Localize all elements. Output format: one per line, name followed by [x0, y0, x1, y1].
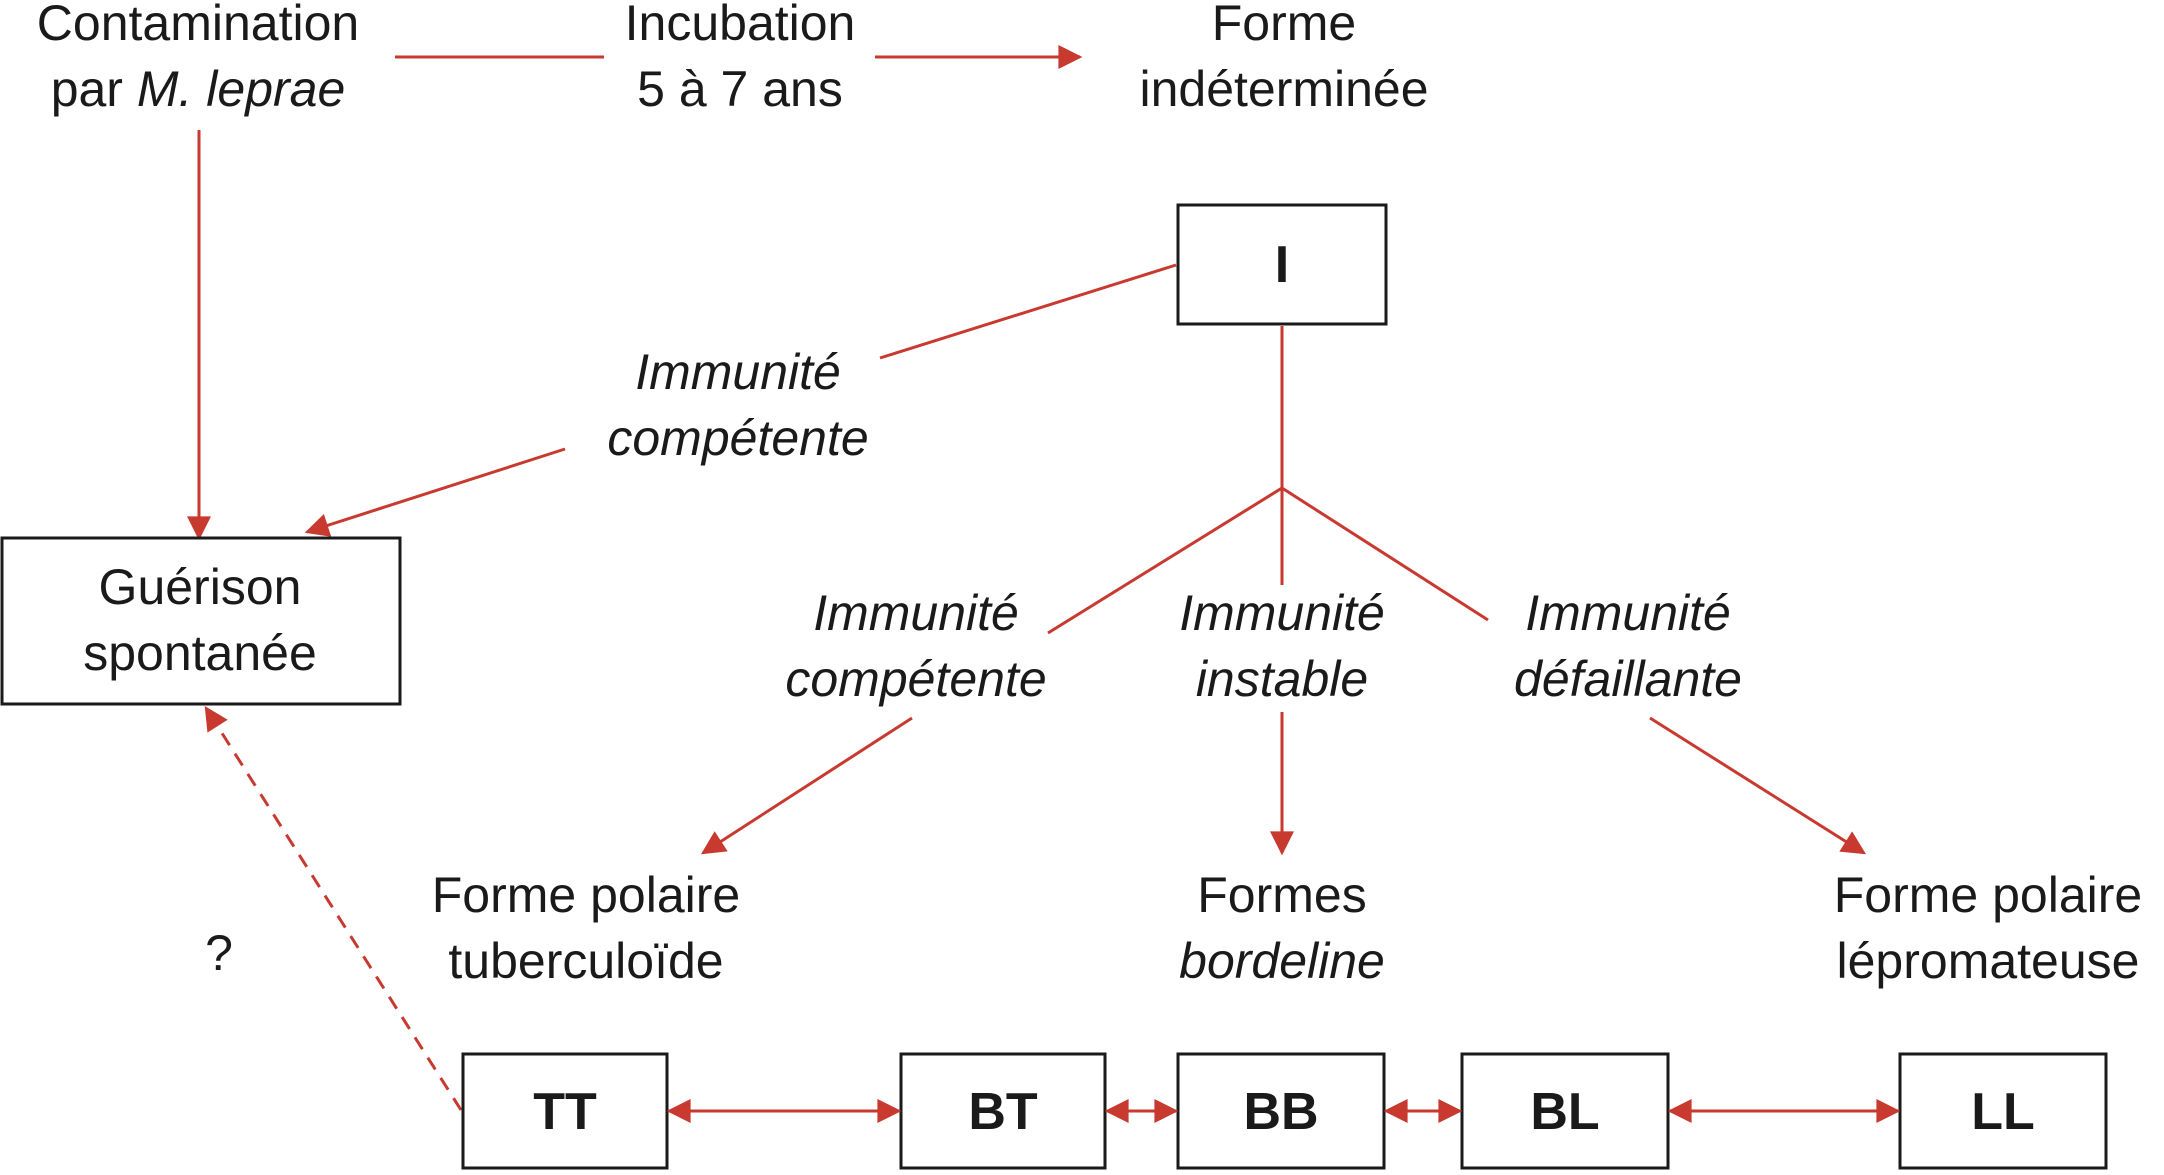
healing-line1: Guérison: [99, 559, 302, 615]
immunity-unstable-line2: instable: [1196, 651, 1368, 707]
bt-box: BT: [899, 1052, 1107, 1170]
competent-to-tuberculoid-arrow: [700, 716, 913, 855]
immunity-competent-label: Immunité compétente: [785, 585, 1046, 707]
spontaneous-healing-box: Guérison spontanée: [0, 536, 402, 706]
indeterminate-line1: Forme: [1212, 0, 1356, 51]
i-to-immunity-line: [879, 263, 1177, 360]
immunity-unstable-line1: Immunité: [1179, 585, 1385, 641]
contamination-node: Contamination par M. leprae: [37, 0, 359, 117]
contamination-line1: Contamination: [37, 0, 359, 51]
branch-right-line: [1281, 486, 1489, 622]
immunity-competent-top-line2: compétente: [607, 410, 868, 466]
borderline-line1: Formes: [1197, 867, 1366, 923]
immunity-unstable-label: Immunité instable: [1179, 585, 1385, 707]
tt-box-label: TT: [533, 1083, 597, 1141]
immunity-failing-line2: défaillante: [1514, 651, 1742, 707]
tt-box: TT: [461, 1052, 669, 1170]
tuberculoid-line1: Forme polaire: [432, 867, 740, 923]
bb-box: BB: [1176, 1052, 1386, 1170]
borderline-forms-node: Formes bordeline: [1179, 867, 1385, 989]
ll-box: LL: [1898, 1052, 2108, 1170]
bl-box: BL: [1460, 1052, 1670, 1170]
immunity-to-healing-arrow: [304, 447, 566, 537]
healing-line2: spontanée: [83, 625, 317, 681]
immunity-competent-line2: compétente: [785, 651, 1046, 707]
lepromatous-form-node: Forme polaire lépromateuse: [1834, 867, 2142, 989]
incubation-line1: Incubation: [625, 0, 856, 51]
incubation-line2: 5 à 7 ans: [637, 61, 843, 117]
immunity-competent-top-label: Immunité compétente: [607, 344, 868, 466]
bl-box-label: BL: [1530, 1083, 1599, 1141]
immunity-failing-line1: Immunité: [1525, 585, 1731, 641]
tuberculoid-line2: tuberculoïde: [448, 933, 723, 989]
i-box-label: I: [1275, 236, 1289, 294]
borderline-line2: bordeline: [1179, 933, 1385, 989]
immunity-failing-label: Immunité défaillante: [1514, 585, 1742, 707]
failing-to-lepromatous-arrow: [1649, 716, 1867, 855]
tt-to-healing-dashed-arrow: [204, 705, 463, 1111]
indeterminate-line2: indéterminée: [1139, 61, 1428, 117]
lepromatous-line1: Forme polaire: [1834, 867, 2142, 923]
indeterminate-form-node: Forme indéterminée: [1139, 0, 1428, 117]
lepromatous-line2: lépromateuse: [1837, 933, 2140, 989]
immunity-competent-top-line1: Immunité: [635, 344, 841, 400]
bt-box-label: BT: [968, 1083, 1038, 1141]
question-mark: ?: [205, 925, 233, 981]
immunity-competent-line1: Immunité: [813, 585, 1019, 641]
bb-box-label: BB: [1243, 1083, 1318, 1141]
branch-left-line: [1047, 486, 1283, 635]
i-box: I: [1176, 203, 1388, 326]
tuberculoid-form-node: Forme polaire tuberculoïde: [432, 867, 740, 989]
contamination-line2: par M. leprae: [51, 61, 346, 117]
incubation-node: Incubation 5 à 7 ans: [625, 0, 856, 117]
ll-box-label: LL: [1971, 1083, 2035, 1141]
